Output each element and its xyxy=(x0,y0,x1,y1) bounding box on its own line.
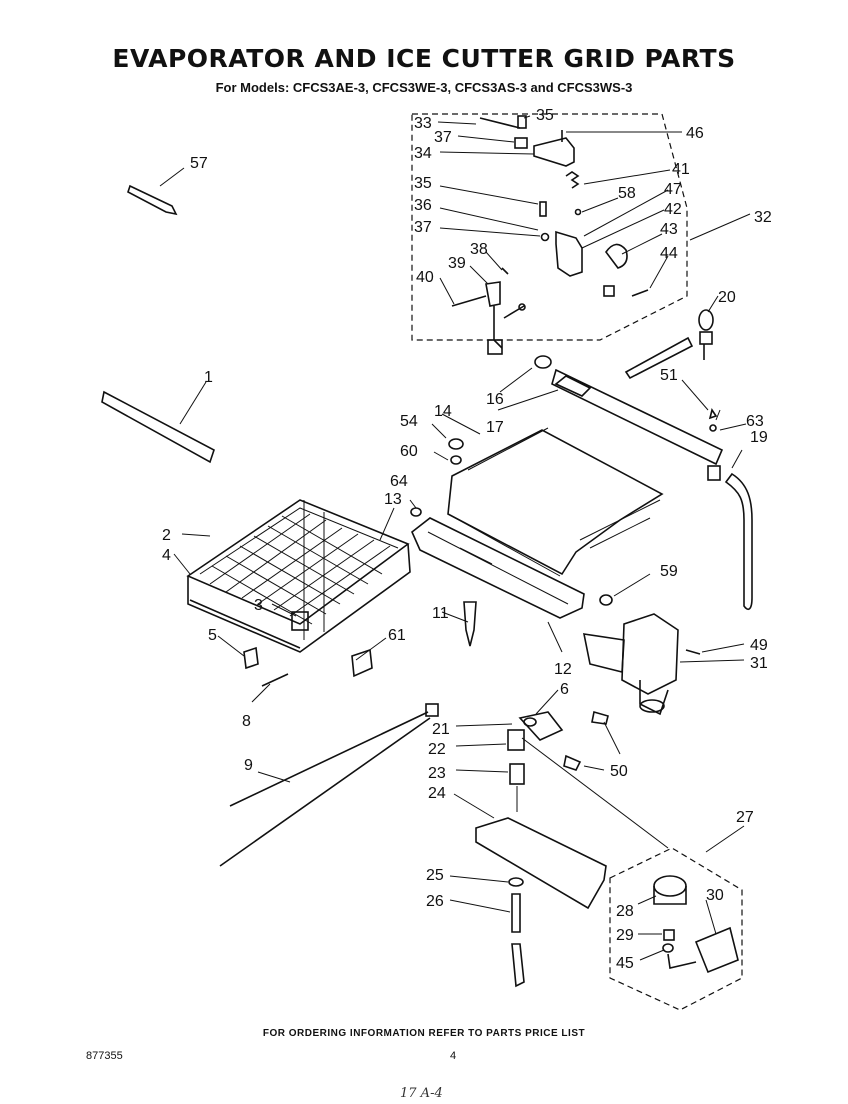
subassembly-32-outline xyxy=(411,113,688,341)
callout-31: 31 xyxy=(750,655,768,672)
leader-lines xyxy=(159,115,751,961)
callout-26: 26 xyxy=(426,893,444,910)
part-31-motor-assembly xyxy=(582,594,701,716)
callout-labels: 57 1 2 4 13 3 5 61 8 9 11 12 54 60 64 14… xyxy=(162,107,772,972)
ordering-info-note: FOR ORDERING INFORMATION REFER TO PARTS … xyxy=(262,1028,586,1039)
callout-37-mid: 37 xyxy=(414,219,432,236)
part-23-fitting xyxy=(509,763,525,785)
part-5-clip xyxy=(243,646,259,670)
callout-38: 38 xyxy=(470,241,488,258)
part-21-bracket xyxy=(518,711,564,741)
callout-47: 47 xyxy=(664,181,682,198)
callout-57: 57 xyxy=(190,155,208,172)
callout-63: 63 xyxy=(746,413,764,430)
part-22-fitting xyxy=(507,729,525,751)
callout-21: 21 xyxy=(432,721,450,738)
callout-27: 27 xyxy=(736,809,754,826)
callout-2: 2 xyxy=(162,527,171,544)
part-50-screw-upper xyxy=(591,710,609,725)
part-19-hose xyxy=(724,472,753,611)
valve-parts xyxy=(653,875,739,974)
callout-11: 11 xyxy=(432,605,449,622)
part-64-screw xyxy=(410,507,422,517)
callout-50: 50 xyxy=(610,763,628,780)
callout-60: 60 xyxy=(400,443,418,460)
callout-35-mid: 35 xyxy=(414,175,432,192)
callout-41: 41 xyxy=(672,161,690,178)
callout-22: 22 xyxy=(428,741,446,758)
part-20-fitting xyxy=(698,309,714,360)
callout-54: 54 xyxy=(400,413,418,430)
callout-9: 9 xyxy=(244,757,253,774)
page-number: 4 xyxy=(450,1050,457,1062)
part-9-heater-wire xyxy=(219,703,439,867)
part-12-tray xyxy=(411,517,585,619)
callout-4: 4 xyxy=(162,547,171,564)
callout-5: 5 xyxy=(208,627,217,644)
callout-42: 42 xyxy=(664,201,682,218)
callout-13: 13 xyxy=(384,491,402,508)
callout-33: 33 xyxy=(414,115,432,132)
model-subtitle: For Models: CFCS3AE-3, CFCS3WE-3, CFCS3A… xyxy=(215,80,633,95)
callout-16: 16 xyxy=(486,391,504,408)
part-54-washer xyxy=(448,438,464,450)
part-1-rod xyxy=(101,390,215,464)
part-3-connector xyxy=(291,611,309,631)
callout-17: 17 xyxy=(486,419,504,436)
part-8-wire xyxy=(261,673,289,687)
callout-64: 64 xyxy=(390,473,408,490)
callout-46: 46 xyxy=(686,125,704,142)
callout-29: 29 xyxy=(616,927,634,944)
callout-45: 45 xyxy=(616,955,634,972)
part-61-clip xyxy=(351,648,373,678)
callout-24: 24 xyxy=(428,785,446,802)
callout-39: 39 xyxy=(448,255,466,272)
part-50-screw-lower xyxy=(563,754,582,771)
callout-8: 8 xyxy=(242,713,251,730)
document-code: 877355 xyxy=(86,1050,123,1062)
part-25-washer xyxy=(508,877,524,887)
callout-20: 20 xyxy=(718,289,736,306)
evaporator-tube xyxy=(534,355,724,481)
ice-cutter-grid xyxy=(186,499,411,653)
callout-32: 32 xyxy=(754,209,772,226)
part-24-tray xyxy=(475,817,607,910)
callout-1: 1 xyxy=(204,369,213,386)
callout-25: 25 xyxy=(426,867,444,884)
callout-30: 30 xyxy=(706,887,724,904)
callout-19: 19 xyxy=(750,429,768,446)
callout-35-top: 35 xyxy=(536,107,554,124)
callout-59: 59 xyxy=(660,563,678,580)
callout-49: 49 xyxy=(750,637,768,654)
callout-36: 36 xyxy=(414,197,432,214)
callout-3: 3 xyxy=(254,597,263,614)
callout-37-top: 37 xyxy=(434,129,452,146)
part-6-washer xyxy=(523,717,537,727)
callout-43: 43 xyxy=(660,221,678,238)
callout-51: 51 xyxy=(660,367,678,384)
part-57-tube xyxy=(127,184,178,216)
callout-23: 23 xyxy=(428,765,446,782)
callout-34: 34 xyxy=(414,145,432,162)
page-title: EVAPORATOR AND ICE CUTTER GRID PARTS xyxy=(112,44,736,73)
callout-40: 40 xyxy=(416,269,434,286)
handwritten-note: 17 A-4 xyxy=(400,1086,443,1101)
part-14-evaporator-plate xyxy=(447,427,664,577)
callout-44: 44 xyxy=(660,245,678,262)
callout-61: 61 xyxy=(388,627,406,644)
switch-bracket-parts xyxy=(451,115,649,355)
part-51-tube xyxy=(624,336,694,380)
subassembly-27-outline xyxy=(609,847,743,1011)
callout-12: 12 xyxy=(554,661,572,678)
callout-58: 58 xyxy=(618,185,636,202)
callout-6: 6 xyxy=(560,681,569,698)
callout-28: 28 xyxy=(616,903,634,920)
part-60-washer xyxy=(450,455,462,465)
part-11-pin xyxy=(463,601,477,647)
part-26-tube xyxy=(511,893,521,933)
callout-14: 14 xyxy=(434,403,452,420)
